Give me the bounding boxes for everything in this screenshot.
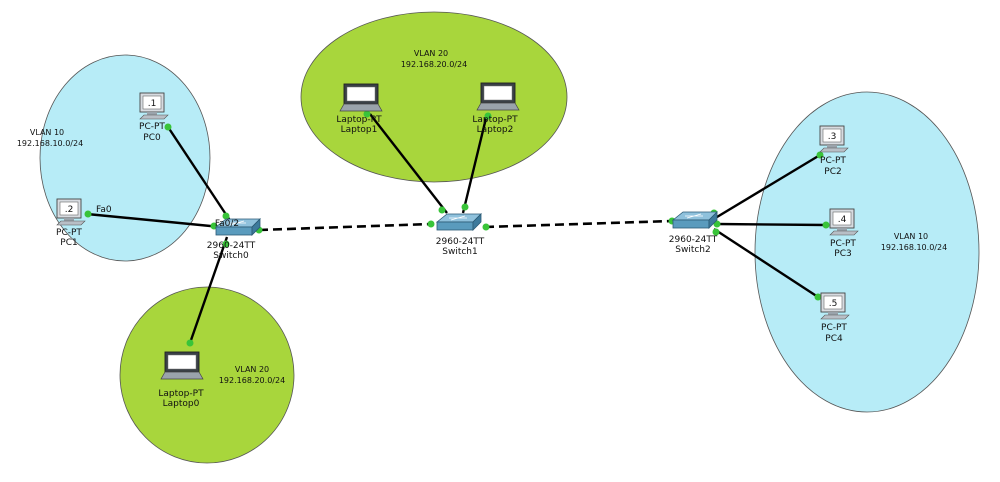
switch0-icon[interactable]	[214, 218, 261, 236]
pc1-ip-tag: .2	[64, 205, 74, 215]
pc3-ip-tag: .4	[837, 215, 847, 225]
link-laptop2-switch1	[461, 113, 489, 214]
laptop0-type-label: Laptop-PT	[158, 389, 204, 399]
laptop0-icon[interactable]	[160, 351, 204, 380]
port-light	[438, 206, 446, 214]
link-pc0-switch0	[166, 126, 233, 223]
port-light	[712, 228, 720, 236]
switch0-model-label: 2960-24TT	[206, 241, 256, 251]
pc1-icon[interactable]	[56, 198, 86, 226]
laptop1-icon[interactable]	[339, 83, 383, 112]
port-light	[427, 220, 435, 228]
laptop2-name-label: Laptop2	[476, 125, 514, 135]
port-light	[461, 203, 469, 211]
zone-vlan10-right-name: VLAN 10	[893, 232, 929, 241]
pc3-type-label: PC-PT	[830, 239, 856, 249]
pc0-ip-tag: .1	[147, 99, 157, 109]
zone-vlan20-bottom	[119, 286, 295, 464]
zone-vlan20-top	[300, 11, 568, 183]
zone-vlan10-left-subnet: 192.168.10.0/24	[16, 139, 84, 148]
laptop2-icon[interactable]	[476, 82, 520, 111]
link-pc1-switch0	[86, 212, 232, 230]
pc2-icon[interactable]	[819, 125, 849, 153]
laptop1-type-label: Laptop-PT	[336, 115, 382, 125]
link-switch2-pc2	[711, 153, 821, 222]
port-light	[164, 123, 172, 131]
pc4-name-label: PC4	[825, 334, 843, 344]
pc4-type-label: PC-PT	[821, 323, 847, 333]
laptop1-name-label: Laptop1	[340, 125, 378, 135]
pc1-type-label: PC-PT	[56, 228, 82, 238]
link-laptop1-switch1	[369, 113, 448, 214]
pc1-port-label: Fa0	[96, 205, 112, 215]
trunk-switch0-switch1	[258, 222, 432, 232]
pc1-name-label: PC1	[60, 238, 78, 248]
port-light	[822, 221, 830, 229]
switch0-port-label: Fa0/2	[214, 219, 240, 229]
pc4-icon[interactable]	[820, 292, 850, 320]
switch0-name-label: Switch0	[213, 251, 249, 261]
pc4-ip-tag: .5	[828, 299, 838, 309]
pc2-ip-tag: .3	[827, 132, 837, 142]
switch1-model-label: 2960-24TT	[435, 237, 485, 247]
switch1-icon[interactable]	[435, 213, 482, 231]
zone-vlan10-left-name: VLAN 10	[29, 128, 65, 137]
port-light	[482, 223, 490, 231]
port-light	[222, 240, 230, 248]
pc0-name-label: PC0	[143, 133, 161, 143]
pc0-type-label: PC-PT	[139, 122, 165, 132]
pc2-name-label: PC2	[824, 167, 842, 177]
trunk-switch1-switch2	[484, 219, 673, 229]
port-light	[186, 339, 194, 347]
zone-vlan20-top-name: VLAN 20	[413, 49, 449, 58]
zone-vlan20-top-subnet: 192.168.20.0/24	[400, 60, 468, 69]
zone-vlan20-bottom-name: VLAN 20	[234, 365, 270, 374]
port-light	[816, 151, 824, 159]
pc2-type-label: PC-PT	[820, 156, 846, 166]
port-light	[484, 112, 492, 120]
laptop2-type-label: Laptop-PT	[472, 115, 518, 125]
port-light	[363, 110, 371, 118]
link-switch2-pc4	[713, 227, 819, 299]
zone-vlan10-right	[754, 91, 980, 413]
switch1-name-label: Switch1	[442, 247, 478, 257]
port-light	[84, 210, 92, 218]
switch2-icon[interactable]	[671, 211, 718, 229]
zone-vlan20-bottom-subnet: 192.168.20.0/24	[218, 376, 286, 385]
laptop0-name-label: Laptop0	[162, 399, 200, 409]
switch2-name-label: Switch2	[675, 245, 711, 255]
switch2-model-label: 2960-24TT	[668, 235, 718, 245]
pc3-name-label: PC3	[834, 249, 852, 259]
pc0-icon[interactable]	[139, 92, 169, 120]
zone-vlan10-right-subnet: 192.168.10.0/24	[880, 243, 948, 252]
port-light	[814, 293, 822, 301]
link-laptop0-switch0	[188, 236, 229, 344]
pc3-icon[interactable]	[829, 208, 859, 236]
zone-vlan10-left	[39, 54, 211, 262]
port-light	[222, 212, 230, 220]
link-switch2-pc3	[715, 222, 827, 227]
